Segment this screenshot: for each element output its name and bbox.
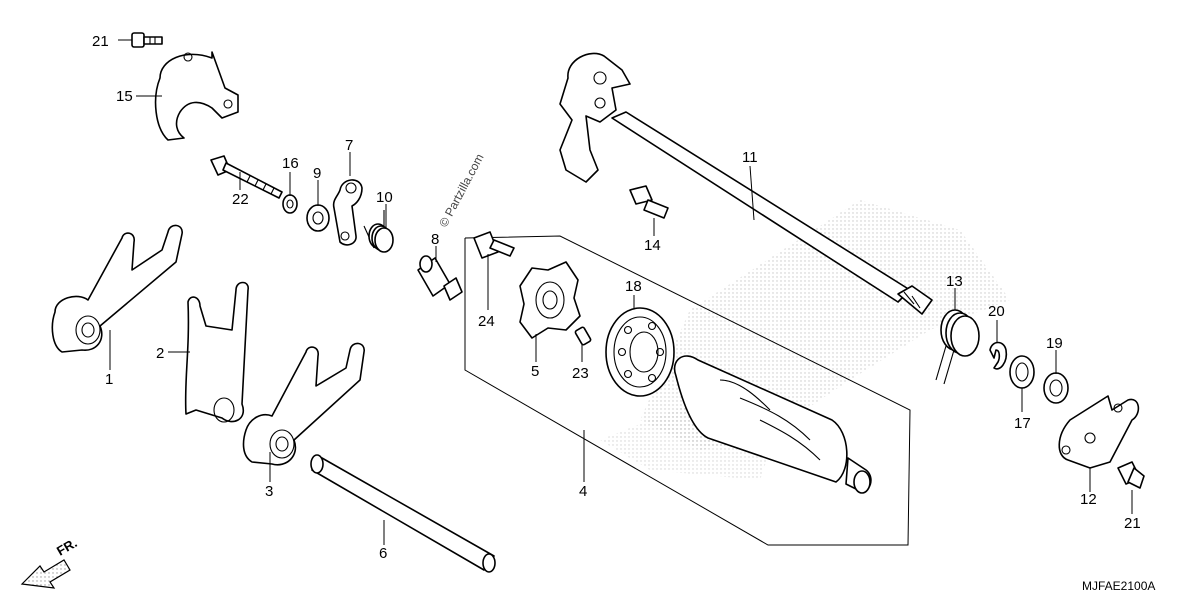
callout-22: 22 (232, 191, 249, 208)
part-23-pin (574, 326, 592, 346)
callout-9: 9 (313, 165, 321, 182)
callout-4: 4 (579, 483, 587, 500)
front-direction-arrow: FR. (20, 535, 80, 589)
part-13-return-spring (935, 309, 980, 385)
callout-21-bottom: 21 (1124, 515, 1141, 532)
callout-11: 11 (742, 149, 758, 166)
part-14-bolt (629, 185, 669, 219)
part-21-bolt-bottom (1117, 461, 1145, 489)
callout-5: 5 (531, 363, 539, 380)
callout-12: 12 (1080, 491, 1097, 508)
callout-24: 24 (478, 313, 495, 330)
callout-10: 10 (376, 189, 393, 206)
part-8-collar (417, 255, 463, 301)
part-6-fork-shaft (310, 454, 496, 573)
callout-18: 18 (625, 278, 642, 295)
callout-13: 13 (946, 273, 963, 290)
callout-2: 2 (156, 345, 164, 362)
part-4-shift-drum (673, 355, 872, 494)
part-16-washer (282, 194, 298, 214)
part-5-star-plate (519, 261, 581, 339)
part-9-washer (306, 204, 330, 232)
part-1-shift-fork (51, 224, 183, 353)
part-10-spring (363, 210, 394, 253)
part-2-shift-fork (184, 281, 249, 423)
assembly-frame-4 (464, 235, 911, 546)
callout-15: 15 (116, 88, 133, 105)
callout-7: 7 (345, 137, 353, 154)
part-19-oil-seal (1043, 372, 1069, 404)
diagram-code: MJFAE2100A (1082, 579, 1155, 593)
part-15-bracket (154, 51, 239, 141)
callout-14: 14 (644, 237, 661, 254)
part-21-bolt-top (131, 32, 163, 48)
direction-label: FR. (54, 535, 80, 558)
part-7-stopper-arm (332, 179, 363, 246)
part-18-bearing (605, 307, 675, 397)
callout-6: 6 (379, 545, 387, 562)
callout-16: 16 (282, 155, 299, 172)
part-24-bolt (473, 231, 515, 259)
part-12-plate (1058, 395, 1140, 469)
callout-21-top: 21 (92, 33, 109, 50)
callout-17: 17 (1014, 415, 1031, 432)
part-22-bolt (210, 155, 283, 199)
part-20-circlip (989, 341, 1008, 370)
part-3-shift-fork (242, 342, 365, 466)
watermark-text: © Partzilla.com (436, 151, 486, 229)
callout-20: 20 (988, 303, 1005, 320)
leader-lines (109, 39, 1133, 545)
callout-23: 23 (572, 365, 589, 382)
part-11-gearshift-spindle (559, 52, 933, 315)
callout-1: 1 (105, 371, 113, 388)
callout-3: 3 (265, 483, 273, 500)
part-17-washer (1009, 355, 1035, 389)
callout-8: 8 (431, 231, 439, 248)
callouts: 1 2 3 4 5 6 7 8 9 10 11 12 13 14 15 16 1… (92, 33, 1141, 562)
callout-19: 19 (1046, 335, 1063, 352)
